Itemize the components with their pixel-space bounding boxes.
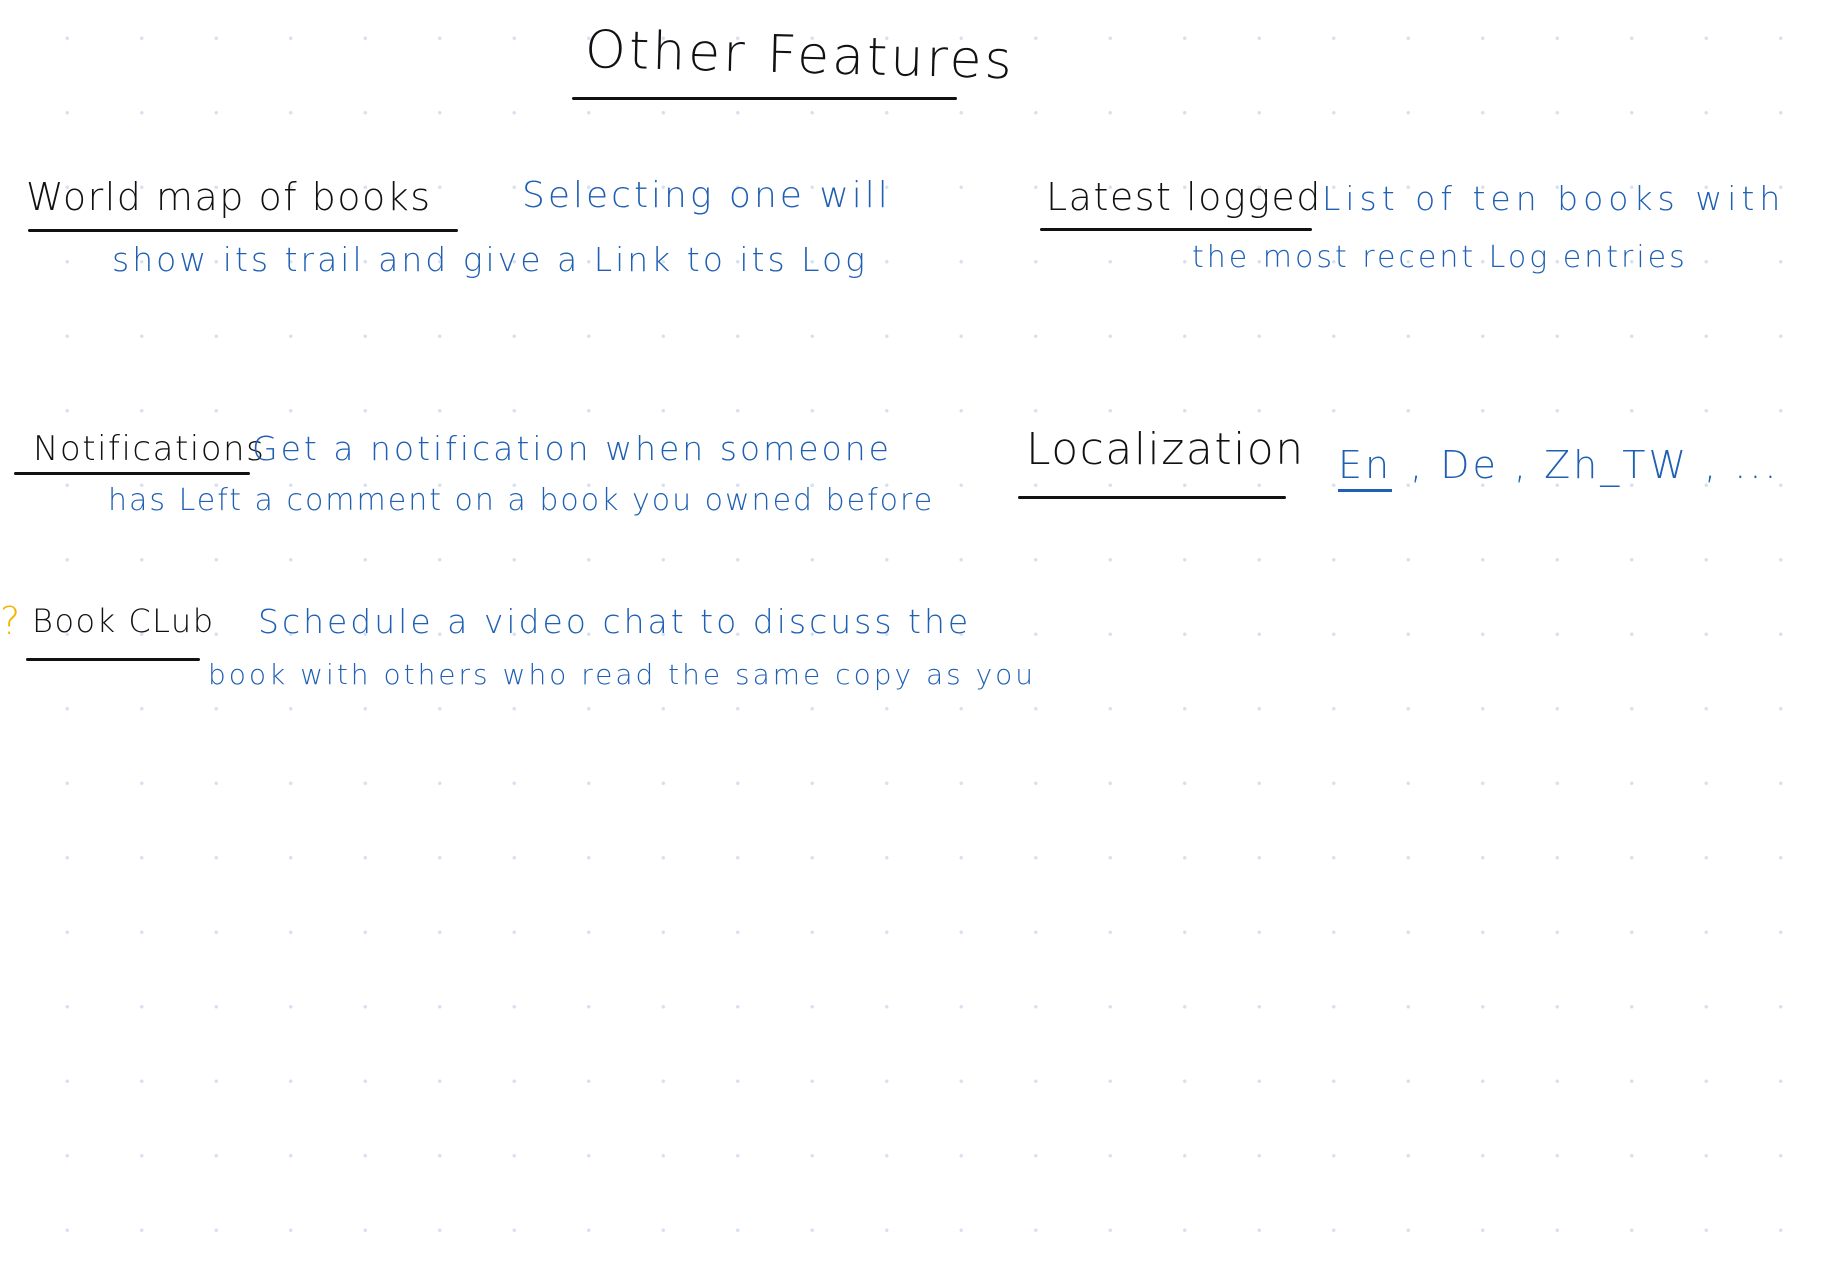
localization-languages: En , De , Zh_TW , ...	[1338, 443, 1780, 492]
feature-heading: Notifications	[33, 429, 266, 469]
page-title-underline	[572, 97, 957, 100]
feature-description-line: List of ten books with	[1322, 179, 1786, 218]
heading-underline	[14, 472, 250, 475]
feature-description-line: Get a notification when someone	[252, 429, 892, 468]
question-mark-annotation: ?	[0, 599, 21, 643]
feature-heading: Book CLub	[32, 602, 215, 640]
feature-description-line: book with others who read the same copy …	[208, 658, 1037, 691]
feature-description-line: Selecting one will	[522, 175, 891, 216]
feature-description-line: the most recent Log entries	[1192, 240, 1688, 275]
language-list-rest: , De , Zh_TW , ...	[1410, 443, 1780, 487]
feature-description-line: show its trail and give a Link to its Lo…	[112, 240, 868, 279]
feature-description-line: has Left a comment on a book you owned b…	[108, 483, 935, 518]
heading-underline	[28, 229, 458, 232]
feature-description-line: Schedule a video chat to discuss the	[258, 602, 972, 641]
heading-underline	[1040, 228, 1312, 231]
page-title: Other Features	[584, 20, 1016, 92]
heading-underline	[26, 658, 200, 661]
feature-heading: World map of books	[26, 175, 432, 219]
language-en: En	[1338, 443, 1393, 492]
feature-heading: Localization	[1026, 424, 1305, 475]
heading-underline	[1018, 496, 1286, 499]
feature-heading: Latest logged	[1046, 175, 1322, 219]
